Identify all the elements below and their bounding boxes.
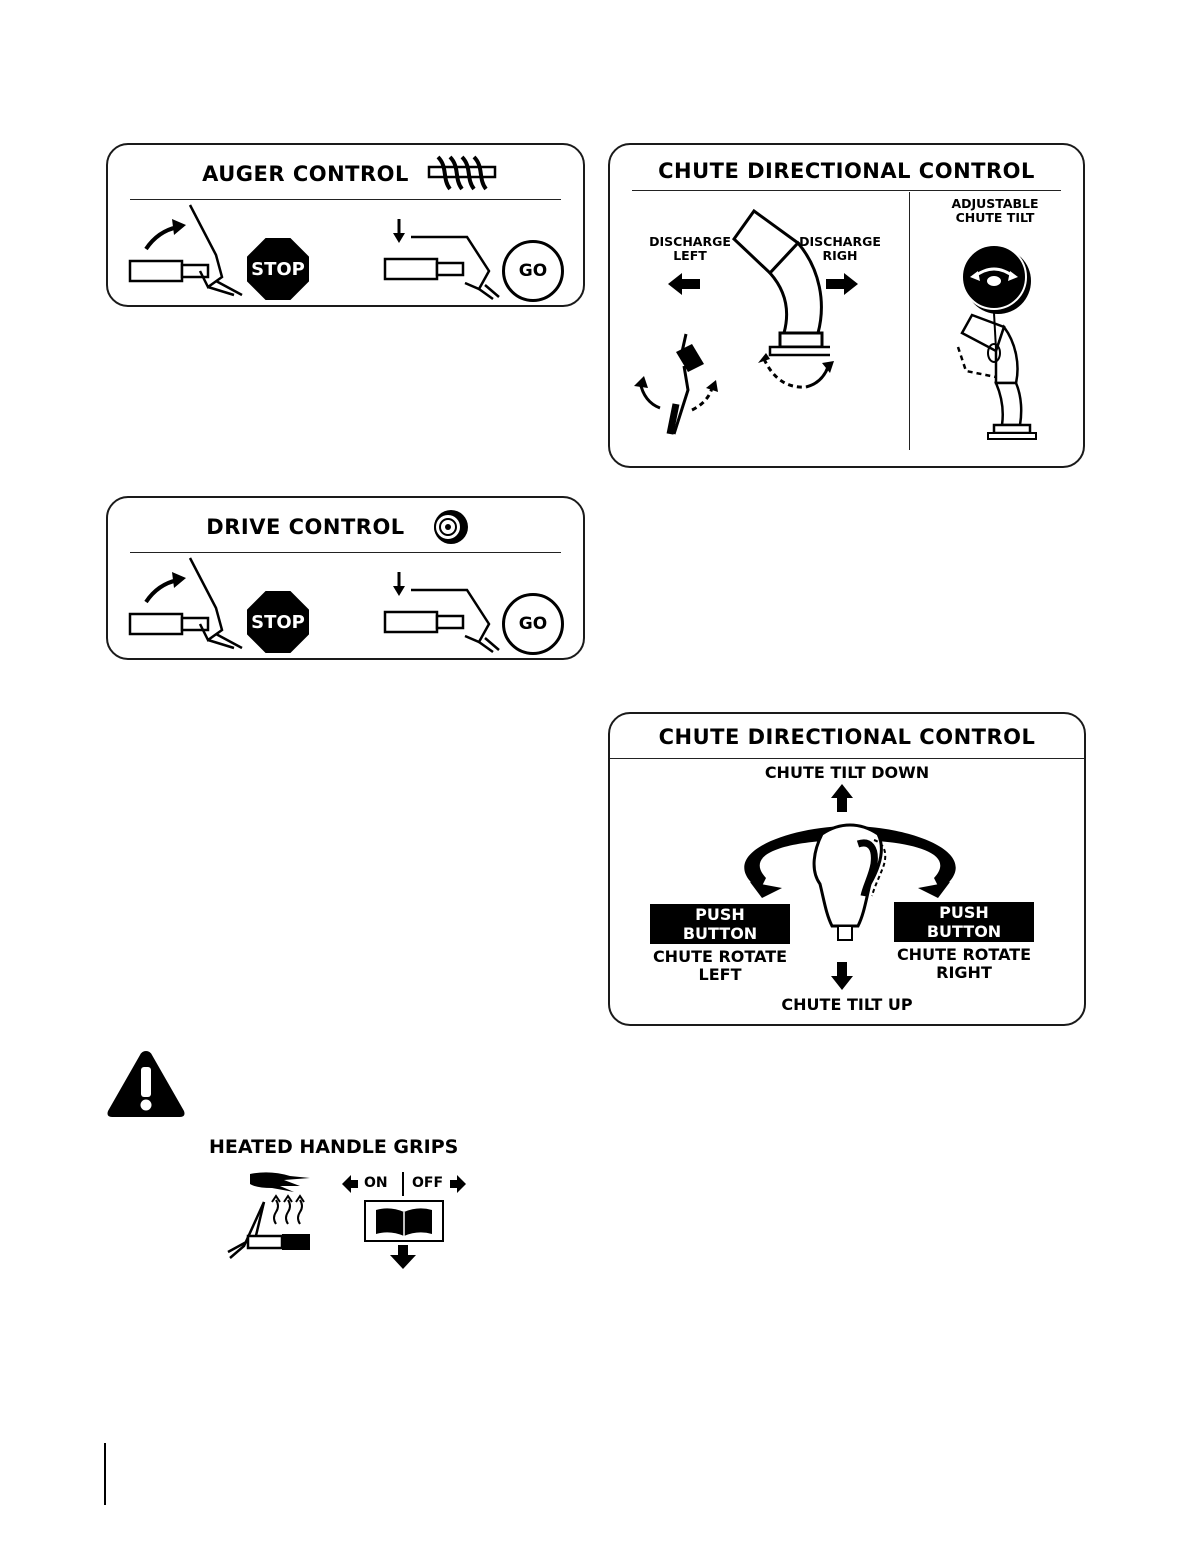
chute-control-title: CHUTE DIRECTIONAL CONTROL <box>610 725 1084 749</box>
on-label: ON <box>364 1175 388 1191</box>
off-label: OFF <box>412 1175 443 1191</box>
auger-control-title: AUGER CONTROL <box>108 162 583 186</box>
crank-handle-illustration <box>630 330 730 440</box>
on-off-indicator: ON OFF <box>340 1172 470 1196</box>
heated-handle-illustration <box>220 1168 320 1264</box>
heated-grips-title: HEATED HANDLE GRIPS <box>209 1136 458 1158</box>
page-margin-bar <box>104 1443 106 1505</box>
tilt-knob-icon <box>960 243 1034 317</box>
lever-release-illustration <box>124 554 254 650</box>
section-divider <box>909 192 910 450</box>
arrow-right-icon <box>450 1175 466 1193</box>
chute-tilt-down-label: CHUTE TILT DOWN <box>610 764 1084 782</box>
arrow-left-icon <box>668 273 700 295</box>
lever-release-illustration <box>124 201 254 297</box>
rotate-left-label: PUSH BUTTON CHUTE ROTATE LEFT <box>650 904 790 984</box>
push-button-badge: PUSH BUTTON <box>650 904 790 944</box>
lever-engaged-illustration <box>381 564 501 654</box>
chute-control-panel-1: CHUTE DIRECTIONAL CONTROL DISCHARGE LEFT… <box>608 143 1085 468</box>
drive-control-panel: DRIVE CONTROL STOP GO <box>106 496 585 660</box>
adjustable-chute-tilt-label: ADJUSTABLE CHUTE TILT <box>935 197 1055 225</box>
arrow-right-icon <box>826 273 858 295</box>
lever-engaged-illustration <box>381 211 501 301</box>
stop-sign: STOP <box>247 591 309 653</box>
auger-icon <box>426 153 501 193</box>
stop-sign: STOP <box>247 238 309 300</box>
chute-control-panel-2: CHUTE DIRECTIONAL CONTROL CHUTE TILT DOW… <box>608 712 1086 1026</box>
wheel-icon <box>431 507 471 547</box>
arrow-left-icon <box>342 1175 358 1193</box>
tilt-chute-illustration <box>950 313 1050 443</box>
go-sign: GO <box>502 593 564 655</box>
rotate-arrow-icon <box>758 353 838 393</box>
arrow-down-icon <box>831 962 853 990</box>
push-button-badge: PUSH BUTTON <box>894 902 1034 942</box>
arrow-up-icon <box>831 784 853 812</box>
chute-tilt-up-label: CHUTE TILT UP <box>610 996 1084 1014</box>
rotate-right-label: PUSH BUTTON CHUTE ROTATE RIGHT <box>894 902 1034 982</box>
arrow-down-icon <box>390 1245 416 1269</box>
warning-icon <box>104 1047 188 1119</box>
go-sign: GO <box>502 240 564 302</box>
drive-control-title: DRIVE CONTROL <box>108 515 583 539</box>
auger-control-panel: AUGER CONTROL STOP GO <box>106 143 585 307</box>
chute-control-title: CHUTE DIRECTIONAL CONTROL <box>610 159 1083 183</box>
manual-book-icon <box>364 1200 444 1242</box>
